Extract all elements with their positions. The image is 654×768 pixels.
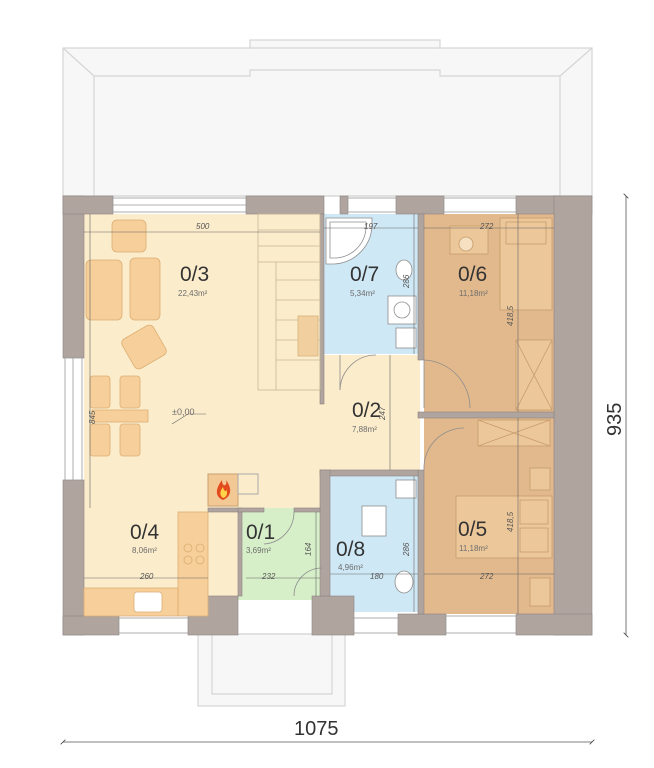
dim-bath-top-width: 197 bbox=[364, 222, 378, 231]
furniture-living bbox=[85, 219, 167, 457]
dim-hall-height: 247 bbox=[378, 406, 387, 420]
room-number-0-4: 0/4 bbox=[130, 521, 160, 544]
doors bbox=[263, 354, 471, 597]
dim-kitchen-width: 260 bbox=[140, 572, 154, 581]
dim-vestibule-height: 164 bbox=[304, 542, 313, 556]
bathroom-top-fixtures bbox=[325, 217, 417, 349]
room-area-0-2: 7,88m² bbox=[352, 425, 377, 434]
room-area-0-5: 11,18m² bbox=[459, 544, 488, 553]
room-number-0-8: 0/8 bbox=[336, 538, 366, 561]
room-number-0-6: 0/6 bbox=[458, 263, 488, 286]
room-area-0-8: 4,96m² bbox=[338, 563, 363, 572]
walls bbox=[62, 195, 593, 636]
dim-bath-bottom-width: 180 bbox=[370, 572, 384, 581]
kitchen-units bbox=[83, 511, 209, 617]
room-living-fill bbox=[84, 214, 320, 508]
room-number-0-7: 0/7 bbox=[350, 263, 380, 286]
dim-living-height: 845 bbox=[88, 410, 97, 424]
dim-bedroom-top-width: 272 bbox=[480, 222, 494, 231]
interior-dimension-lines bbox=[84, 214, 554, 614]
bedroom-top-furniture bbox=[449, 217, 553, 411]
dim-bedroom-bottom-width: 272 bbox=[480, 572, 494, 581]
overall-dimension-lines bbox=[63, 196, 626, 742]
roof-outline bbox=[62, 39, 593, 197]
dim-bedroom-bottom-height: 418,5 bbox=[506, 511, 515, 532]
room-number-0-5: 0/5 bbox=[458, 518, 488, 541]
room-area-0-3: 22,43m² bbox=[178, 289, 208, 298]
dim-living-width: 500 bbox=[196, 222, 210, 231]
overall-height-label: 935 bbox=[604, 402, 626, 436]
room-area-0-6: 11,18m² bbox=[459, 289, 488, 298]
room-number-0-3: 0/3 bbox=[180, 263, 210, 286]
bedroom-bottom-furniture bbox=[455, 419, 553, 607]
room-number-0-2: 0/2 bbox=[352, 399, 382, 422]
windows bbox=[64, 197, 517, 634]
dim-bath-bottom-height: 286 bbox=[402, 542, 411, 556]
room-hall-fill bbox=[320, 355, 420, 470]
room-area-0-7: 5,34m² bbox=[350, 289, 375, 298]
bathroom-bottom-fixtures bbox=[361, 479, 417, 594]
overall-width-label: 1075 bbox=[294, 718, 339, 740]
room-number-0-1: 0/1 bbox=[246, 521, 276, 544]
room-vestibule-fill bbox=[238, 508, 320, 600]
room-area-0-1: 3,69m² bbox=[246, 546, 271, 555]
dim-bedroom-top-height: 418,5 bbox=[506, 305, 515, 326]
dim-bath-top-height: 286 bbox=[402, 274, 411, 288]
entrance-porch bbox=[197, 633, 346, 707]
dim-vestibule-width: 232 bbox=[262, 572, 276, 581]
room-area-0-4: 8,06m² bbox=[132, 546, 157, 555]
level-mark: ±0,00 bbox=[172, 407, 195, 417]
fireplace bbox=[207, 473, 259, 507]
staircase bbox=[257, 213, 321, 391]
